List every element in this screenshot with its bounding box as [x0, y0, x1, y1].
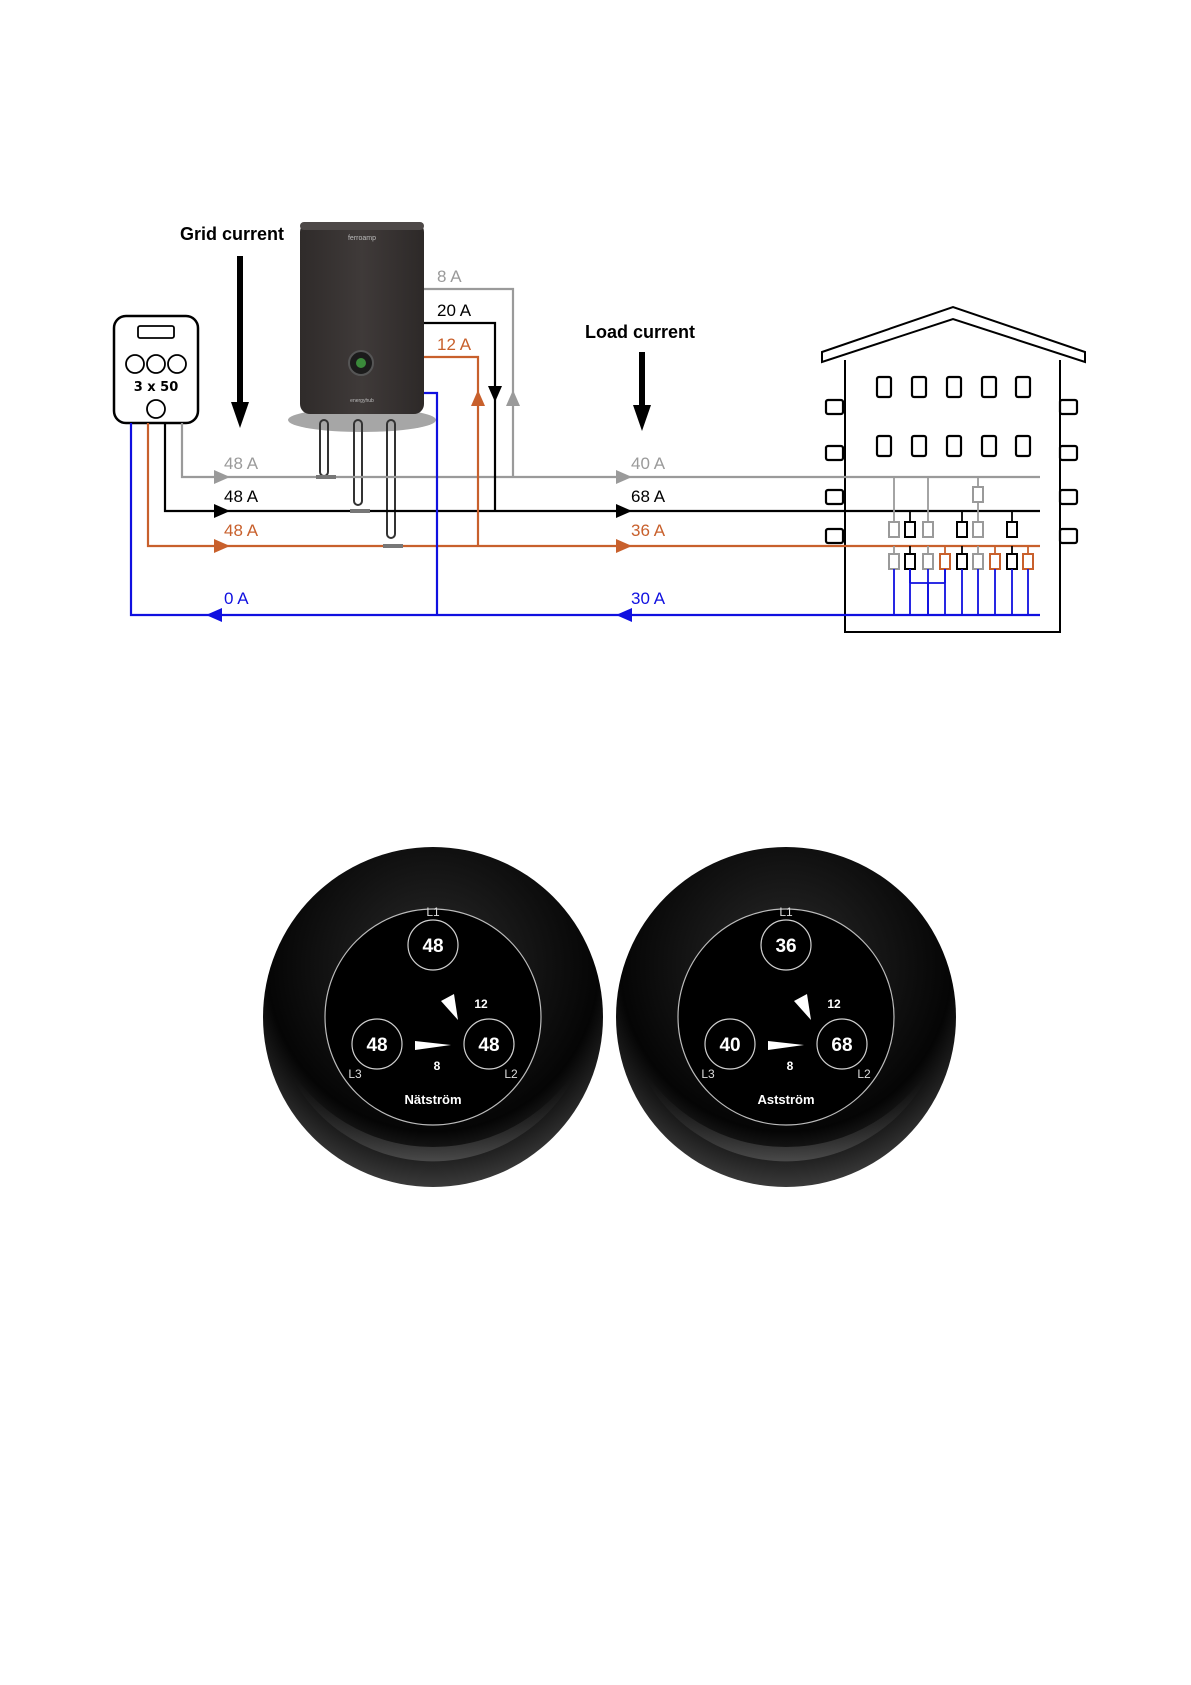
display-l3-value: 48 [366, 1035, 387, 1056]
display-l1-value: 48 [422, 936, 443, 957]
window-icon [1060, 400, 1077, 414]
window-icon [877, 377, 891, 397]
arrow-right-icon [214, 539, 230, 553]
grid-blue-label: 0 A [224, 589, 249, 608]
building-windows [826, 377, 1077, 543]
window-icon [826, 400, 843, 414]
wire-compensation-orange [424, 357, 478, 546]
window-icon [947, 377, 961, 397]
resistor-icon [905, 522, 915, 537]
load-current-title: Load current [585, 322, 695, 342]
load-orange-label: 36 A [631, 521, 666, 540]
electricity-meter-icon [114, 316, 198, 423]
resistor-icon [1023, 554, 1033, 569]
arrow-left-icon [206, 608, 222, 622]
device-brand: ferroamp [348, 235, 376, 242]
display-title: Nätström [404, 1092, 461, 1107]
display-unbalance-bottom: 8 [787, 1059, 794, 1073]
arrow-right-icon [616, 539, 632, 553]
load-blue-label: 30 A [631, 589, 666, 608]
window-icon [912, 377, 926, 397]
display-unbalance-top: 12 [474, 997, 488, 1011]
window-icon [912, 436, 926, 456]
display-unbalance-bottom: 8 [434, 1059, 441, 1073]
arrow-down-icon [488, 386, 502, 402]
display-phase-l2: L2 [857, 1067, 871, 1081]
display-l3-value: 40 [719, 1035, 740, 1056]
load-grey-label: 40 A [631, 454, 666, 473]
building-icon [822, 307, 1085, 632]
window-icon [982, 436, 996, 456]
display-title: Astström [757, 1092, 814, 1107]
grid-orange-label: 48 A [224, 521, 259, 540]
wire-phase-black [165, 423, 1040, 511]
load-current-arrow-icon [633, 352, 651, 431]
wire-neutral-blue [131, 423, 1040, 615]
window-icon [947, 436, 961, 456]
window-icon [1060, 490, 1077, 504]
resistor-icon [957, 522, 967, 537]
wire-device-neutral [424, 393, 437, 615]
arrow-right-icon [214, 504, 230, 518]
display-l2-value: 48 [478, 1035, 499, 1056]
resistor-icon [923, 522, 933, 537]
resistor-icon [973, 554, 983, 569]
energy-hub-device-icon [288, 222, 436, 538]
resistor-icon [1007, 522, 1017, 537]
grid-black-label: 48 A [224, 487, 259, 506]
arrow-right-icon [616, 504, 632, 518]
compensation-black-label: 20 A [437, 301, 472, 320]
window-icon [826, 446, 843, 460]
resistor-icon [889, 554, 899, 569]
window-icon [877, 436, 891, 456]
resistor-icon [905, 554, 915, 569]
display-grid-current: 48 48 48 L1 L3 L2 12 8 Nätström [263, 847, 603, 1187]
display-phase-l3: L3 [701, 1067, 715, 1081]
window-icon [1016, 436, 1030, 456]
arrow-left-icon [616, 608, 632, 622]
device-model: energyhub [350, 398, 374, 404]
resistor-icon [1007, 554, 1017, 569]
display-phase-l1: L1 [426, 905, 440, 919]
display-load-current: 36 40 68 L1 L3 L2 12 8 Astström [616, 847, 956, 1187]
display-l2-value: 68 [831, 1035, 852, 1056]
display-l1-value: 36 [775, 936, 796, 957]
load-black-label: 68 A [631, 487, 666, 506]
resistor-icon [923, 554, 933, 569]
window-icon [1060, 446, 1077, 460]
resistor-icon [940, 554, 950, 569]
compensation-grey-label: 8 A [437, 267, 462, 286]
window-icon [1016, 377, 1030, 397]
display-phase-l2: L2 [504, 1067, 518, 1081]
arrow-up-icon [471, 390, 485, 406]
resistor-icon [990, 554, 1000, 569]
meter-rating: 3 x 50 [134, 380, 179, 395]
window-icon [826, 490, 843, 504]
compensation-orange-label: 12 A [437, 335, 472, 354]
window-icon [982, 377, 996, 397]
arrow-right-icon [616, 470, 632, 484]
window-icon [1060, 529, 1077, 543]
resistor-icon [889, 522, 899, 537]
display-phase-l1: L1 [779, 905, 793, 919]
arrow-up-icon [506, 390, 520, 406]
grid-current-arrow-icon [231, 256, 249, 428]
grid-current-title: Grid current [180, 224, 284, 244]
display-phase-l3: L3 [348, 1067, 362, 1081]
resistor-icon [973, 522, 983, 537]
resistor-icon [973, 487, 983, 502]
grid-grey-label: 48 A [224, 454, 259, 473]
window-icon [826, 529, 843, 543]
display-unbalance-top: 12 [827, 997, 841, 1011]
resistor-icon [957, 554, 967, 569]
